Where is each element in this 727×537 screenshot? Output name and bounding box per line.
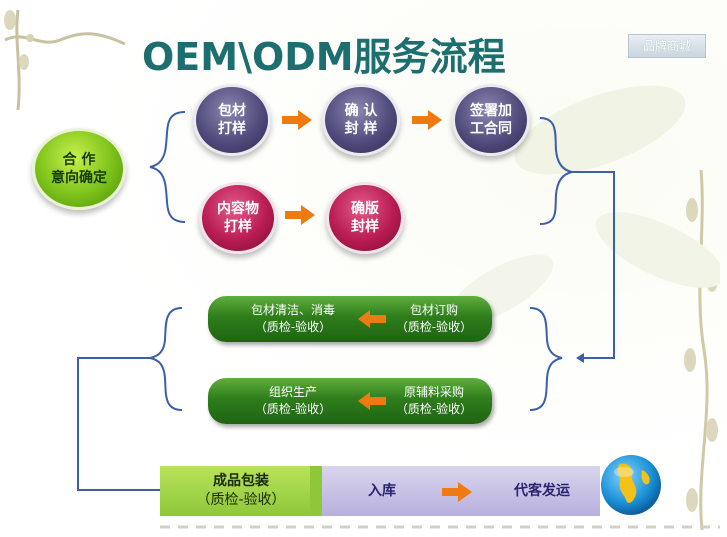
arrow-left-icon (358, 310, 386, 328)
connector-down (572, 171, 615, 359)
arrow-left-icon (358, 392, 386, 410)
pill-right-line1: 原辅料采购 (403, 385, 464, 399)
node-line1: 内容物 (217, 201, 259, 217)
start-node-cooperation: 合 作 意向确定 (32, 128, 126, 210)
page-title: OEM\ODM服务流程 (142, 35, 506, 79)
node-line1: 确版 (351, 201, 379, 217)
node-sign-contract: 签署加 工合同 (452, 84, 530, 156)
bottom-step1-line1: 成品包装 (213, 473, 269, 489)
pill-left-line2: （质检-验收） (254, 320, 332, 334)
node-packaging-sampling: 包材 打样 (193, 84, 271, 156)
pill-left-line2: （质检-验收） (254, 402, 332, 416)
pill-left-line1: 组织生产 (268, 385, 317, 399)
node-confirm-version: 确版 封样 (326, 182, 404, 254)
pill-packaging-cleaning: 包材清洁、消毒 （质检-验收） 包材订购 （质检-验收） (208, 296, 492, 342)
pill-production: 组织生产 （质检-验收） 原辅料采购 （质检-验收） (208, 378, 492, 424)
arrow-right-icon (285, 205, 315, 225)
node-line1: 包材 (218, 103, 246, 119)
node-content-sampling: 内容物 打样 (199, 182, 277, 254)
left-brace (149, 111, 186, 223)
vine-decoration-left (4, 9, 126, 111)
bottom-step-packaging: 成品包装 （质检-验收） (160, 466, 322, 516)
brand-badge: 品牌商城 (628, 34, 706, 58)
start-node-line2: 意向确定 (51, 170, 107, 186)
right-brace-pills (529, 307, 563, 411)
bottom-process-bar: 成品包装 （质检-验收） 入库 代客发运 (160, 466, 600, 516)
node-line2: 封 样 (344, 121, 378, 137)
node-line2: 打样 (218, 121, 246, 137)
start-node-line1: 合 作 (62, 152, 96, 168)
node-line2: 工合同 (470, 121, 512, 137)
globe-icon (601, 455, 661, 515)
node-line1: 签署加 (470, 103, 512, 119)
node-confirm-sample: 确 认 封 样 (322, 84, 400, 156)
bottom-step-warehouse: 入库 代客发运 (322, 466, 600, 516)
arrow-right-icon (412, 110, 442, 130)
bottom-step1-line2: （质检-验收） (196, 492, 286, 508)
pill-right-line2: （质检-验收） (395, 402, 473, 416)
pill-left-line1: 包材清洁、消毒 (250, 303, 335, 317)
dotted-baseline (160, 525, 720, 529)
bottom-step3: 代客发运 (514, 483, 570, 499)
right-brace-top (539, 117, 573, 225)
pill-right-line1: 包材订购 (409, 303, 458, 317)
node-line2: 打样 (224, 219, 252, 235)
node-line2: 封样 (351, 219, 379, 235)
connector-down-arrowhead (576, 353, 584, 363)
arrow-right-icon (442, 482, 472, 502)
left-brace-pills (149, 307, 183, 411)
node-line1: 确 认 (344, 103, 378, 119)
connector-to-bottom (77, 357, 160, 491)
arrow-right-icon (282, 110, 312, 130)
pill-right-line2: （质检-验收） (395, 320, 473, 334)
bottom-step2: 入库 (368, 483, 396, 499)
